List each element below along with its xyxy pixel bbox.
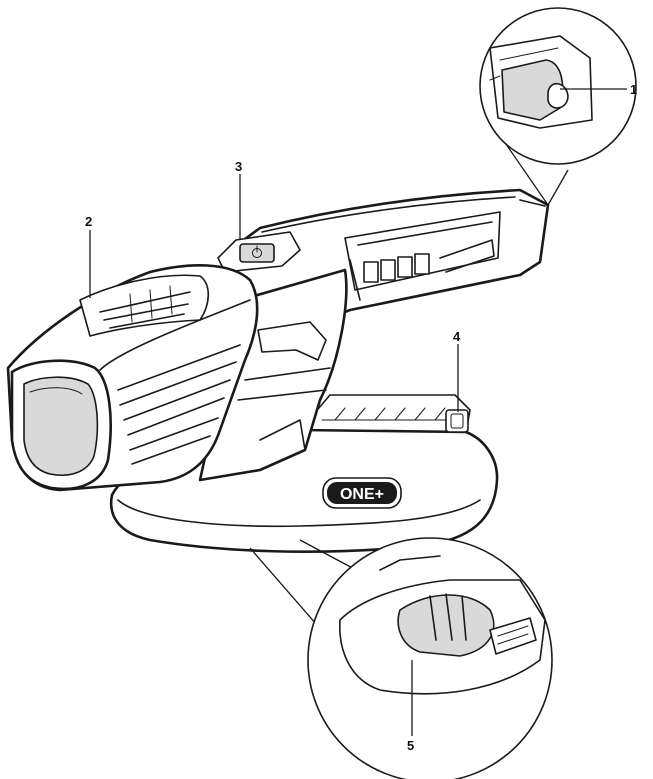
battery-latch (445, 409, 469, 433)
detail-hook-inset (479, 7, 637, 206)
one-plus-logo: ONE+ (322, 477, 402, 509)
lamp-head (6, 264, 259, 492)
callout-1: 1 (630, 82, 637, 97)
detail-port-inset (249, 537, 553, 779)
callout-2: 2 (85, 214, 92, 229)
callout-4: 4 (453, 329, 461, 344)
leader-lines (89, 88, 627, 736)
logo-text: ONE+ (340, 486, 384, 503)
callout-3: 3 (235, 159, 242, 174)
callout-5: 5 (407, 738, 414, 753)
